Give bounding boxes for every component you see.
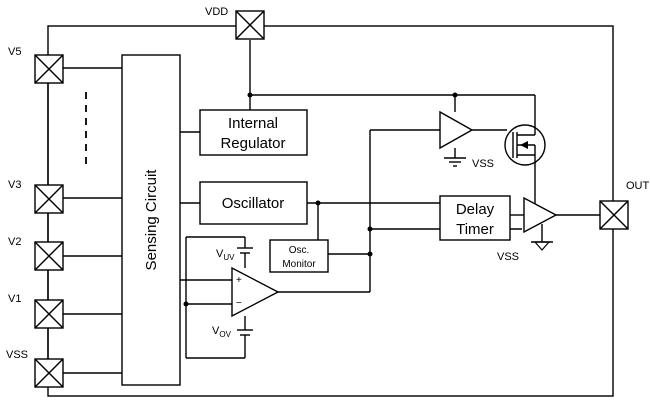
v5-label: V5 bbox=[8, 46, 21, 58]
pin-v2 bbox=[34, 241, 64, 271]
regulator-label-line2: Regulator bbox=[220, 135, 285, 152]
vdd-label: VDD bbox=[205, 6, 228, 18]
v1-label: V1 bbox=[8, 293, 21, 305]
oscillator-block: Oscillator bbox=[199, 181, 308, 225]
out-label: OUT bbox=[626, 180, 650, 192]
vuv-label: VUV bbox=[216, 248, 235, 262]
osc-monitor-label-line1: Osc. bbox=[289, 245, 310, 256]
pin-vss bbox=[34, 358, 64, 388]
vss-top-label: VSS bbox=[472, 158, 494, 170]
delay-timer-label-line1: Delay bbox=[456, 201, 495, 218]
sensing-circuit-block: Sensing Circuit bbox=[121, 54, 181, 386]
comparator-symbol: + − bbox=[231, 266, 280, 318]
v3-label: V3 bbox=[8, 179, 21, 191]
comparator-minus: − bbox=[236, 298, 242, 309]
top-buffer-triangle bbox=[439, 110, 474, 150]
mosfet-symbol bbox=[504, 124, 546, 205]
pin-out bbox=[599, 200, 629, 230]
sensing-circuit-label: Sensing Circuit bbox=[143, 169, 160, 271]
delay-timer-block: Delay Timer bbox=[439, 195, 511, 241]
pin-v3 bbox=[34, 184, 64, 214]
pin-v1 bbox=[34, 299, 64, 329]
v2-label: V2 bbox=[8, 236, 21, 248]
vov-label: VOV bbox=[212, 325, 232, 339]
delay-timer-label-line2: Timer bbox=[456, 221, 494, 238]
regulator-label-line1: Internal bbox=[228, 115, 278, 132]
pin-vdd bbox=[235, 10, 265, 40]
oscillator-label: Oscillator bbox=[222, 195, 285, 212]
comparator-plus: + bbox=[236, 275, 242, 286]
output-buffer-triangle bbox=[523, 196, 558, 234]
vss-bottom-label: VSS bbox=[497, 251, 519, 263]
vss-label: VSS bbox=[6, 349, 28, 361]
internal-regulator-block: Internal Regulator bbox=[199, 109, 308, 156]
pin-v5 bbox=[34, 54, 64, 84]
osc-monitor-label-line2: Monitor bbox=[282, 259, 316, 270]
osc-monitor-block: Osc. Monitor bbox=[269, 239, 329, 273]
